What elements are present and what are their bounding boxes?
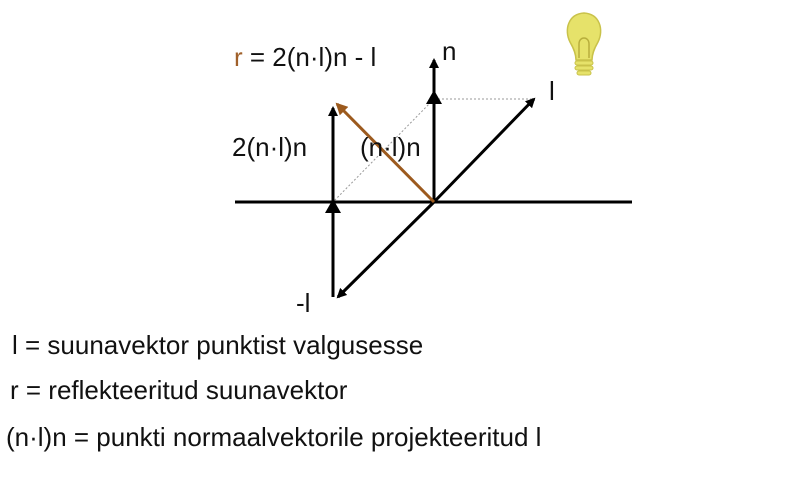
lightbulb-icon [566, 12, 602, 76]
legend-item-projection: (n·l)n = punkti normaalvektorile projekt… [6, 422, 542, 452]
negative-l-vector [336, 200, 436, 299]
label-projection: (n·l)n [360, 132, 421, 162]
light-vector-l [432, 97, 536, 204]
formula-rest: = 2(n·l)n - l [242, 42, 377, 72]
legend-item-r: r = reflekteeritud suunavektor [10, 375, 348, 405]
label-negative-l: -l [296, 288, 311, 318]
projection-arrowhead [426, 90, 442, 104]
two-projection-mid-arrowhead [325, 199, 341, 213]
label-two-projection: 2(n·l)n [232, 132, 308, 162]
label-l: l [549, 76, 555, 106]
label-n: n [442, 36, 457, 66]
reflected-vector-r [335, 102, 436, 204]
formula-r-symbol: r [234, 42, 243, 72]
legend-item-l: l = suunavektor punktist valgusesse [12, 330, 424, 360]
reflection-formula: r = 2(n·l)n - l [234, 44, 376, 70]
